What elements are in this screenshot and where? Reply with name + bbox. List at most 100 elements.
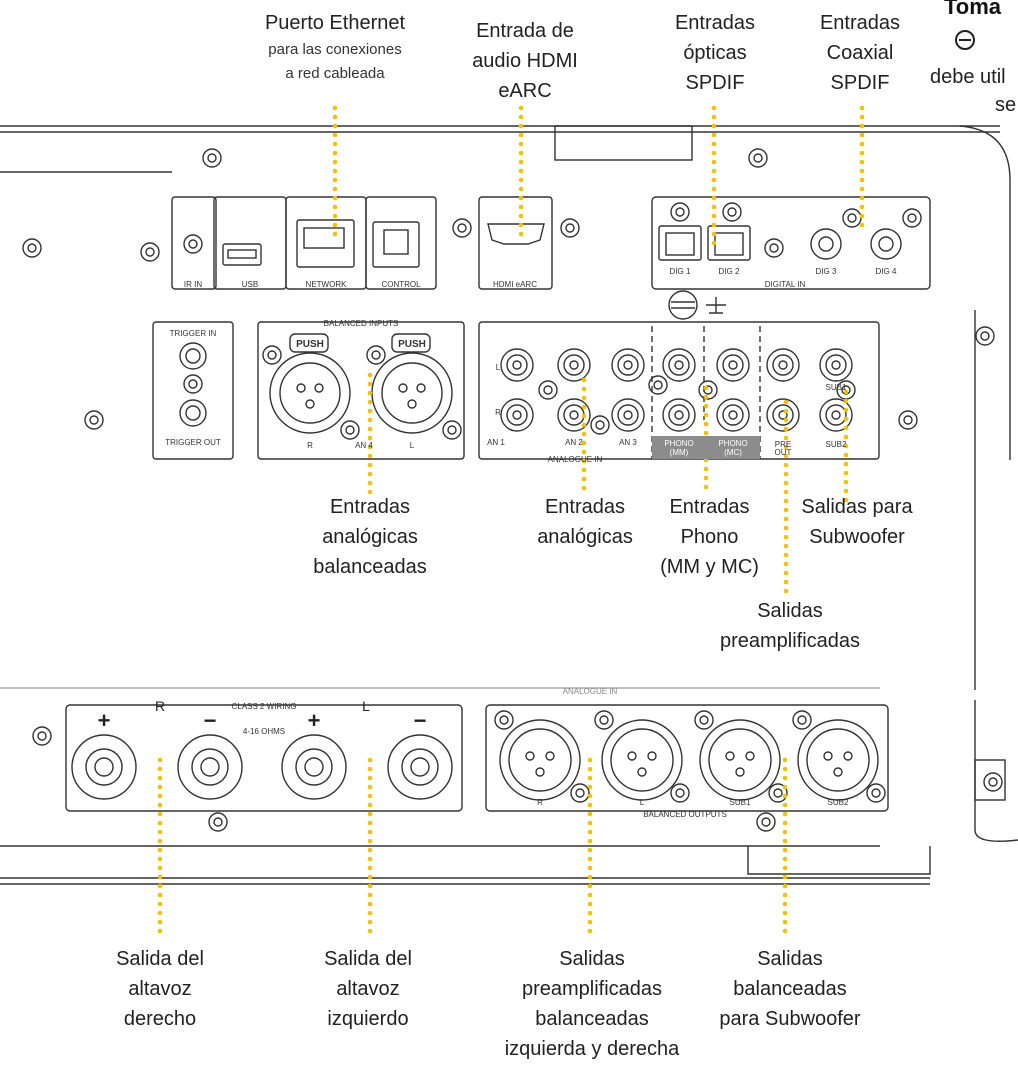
leader-dot xyxy=(157,910,163,916)
rca-jack-outer xyxy=(557,348,591,382)
bal-pre-out-line-4: izquierda y derecha xyxy=(504,1038,680,1060)
spk-l-label: L xyxy=(362,698,370,714)
screw-icon xyxy=(366,345,386,365)
leader-dot xyxy=(581,467,587,473)
leader-dot xyxy=(782,928,788,934)
leader-dot xyxy=(587,838,593,844)
leader-dot xyxy=(367,471,373,477)
screw-icon xyxy=(560,218,580,238)
leader-dot xyxy=(332,105,338,111)
rca-jack-pin xyxy=(831,360,841,370)
leader-dot xyxy=(367,399,373,405)
leader-dot xyxy=(782,820,788,826)
optical-line-3: SPDIF xyxy=(685,72,745,94)
hdmi-callout: Entrada de audio HDMI eARC xyxy=(450,16,600,106)
bal-pre-out-line-2: preamplificadas xyxy=(521,978,663,1000)
screw-icon-center xyxy=(345,425,355,435)
leader-dot xyxy=(703,466,709,472)
screw-icon-center xyxy=(871,788,881,798)
ethernet-sub-1: para las conexiones xyxy=(268,41,402,58)
leader-dot xyxy=(783,534,789,540)
leader-dot xyxy=(367,865,373,871)
screw-icon-center xyxy=(207,153,217,163)
leader-dot xyxy=(843,452,849,458)
leader-dot xyxy=(859,186,865,192)
leader-dot xyxy=(782,757,788,763)
leader-dot xyxy=(711,231,717,237)
leader-dot xyxy=(367,901,373,907)
xlr-l-label: L xyxy=(410,441,415,450)
leader-dot xyxy=(587,766,593,772)
leader-dot xyxy=(518,186,524,192)
screw-icon xyxy=(183,374,203,394)
leader-dot xyxy=(332,114,338,120)
sub-out-line-1: Salidas para xyxy=(801,496,913,518)
leader-dot xyxy=(587,793,593,799)
leader-dot xyxy=(711,222,717,228)
bal-sub-out-line-3: para Subwoofer xyxy=(719,1008,861,1030)
rca-jack-ring xyxy=(668,354,690,376)
screw-icon-center xyxy=(727,207,737,217)
usb-label: USB xyxy=(242,280,258,289)
leader-dot xyxy=(367,784,373,790)
leader-dot xyxy=(783,507,789,513)
leader-dot xyxy=(157,847,163,853)
an2-label: AN 2 xyxy=(565,438,583,447)
push-label-l: PUSH xyxy=(398,339,426,350)
leader-dot xyxy=(581,485,587,491)
an4-label: AN 4 xyxy=(355,441,373,450)
leader-dot xyxy=(783,570,789,576)
leader-dot xyxy=(843,416,849,422)
leader-dot xyxy=(367,408,373,414)
rca-jack-pin xyxy=(831,410,841,420)
leader-dot xyxy=(157,829,163,835)
screw-icon xyxy=(202,148,222,168)
xlr-pin xyxy=(735,767,745,777)
spk-l-plus: + xyxy=(308,708,321,733)
leader-dot xyxy=(843,389,849,395)
leader-dot xyxy=(367,811,373,817)
pre-out-line-2: preamplificadas xyxy=(719,630,861,652)
leader-dot xyxy=(782,793,788,799)
leader-dot xyxy=(367,417,373,423)
leader-dot xyxy=(367,390,373,396)
right-speaker-callout: Salida del altavoz derecho xyxy=(100,944,220,1034)
rca-jack-pin xyxy=(778,410,788,420)
rca-jack-outer xyxy=(662,398,696,432)
left-spk-line-2: altavoz xyxy=(336,978,400,1000)
balanced-sub-out-callout: Salidas balanceadas para Subwoofer xyxy=(705,944,875,1034)
leader-dot xyxy=(332,213,338,219)
leader-dot xyxy=(518,132,524,138)
out-sub1-label: SUB1 xyxy=(730,798,751,807)
leader-dot xyxy=(518,204,524,210)
leader-dot xyxy=(581,377,587,383)
leader-dot xyxy=(783,426,789,432)
screw-icon-center xyxy=(37,731,47,741)
screw-icon-center xyxy=(769,243,779,253)
coax-line-3: SPDIF xyxy=(830,72,890,94)
leader-dot xyxy=(782,838,788,844)
screw-icon xyxy=(866,783,886,803)
leader-dot xyxy=(843,470,849,476)
leader-dot xyxy=(782,847,788,853)
right-spk-line-2: altavoz xyxy=(128,978,192,1000)
analogue-in-top-label: ANALOGUE IN xyxy=(563,687,618,696)
leader-dot xyxy=(782,802,788,808)
leader-dot xyxy=(782,901,788,907)
xlr-r-label: R xyxy=(307,441,313,450)
leader-dot xyxy=(367,919,373,925)
hdmi-line-2: audio HDMI xyxy=(472,50,578,72)
balanced-inputs-label: BALANCED INPUTS xyxy=(324,319,399,328)
screw-icon xyxy=(340,420,360,440)
ohms-label: 4-16 OHMS xyxy=(243,727,285,736)
screw-icon-center xyxy=(988,777,998,787)
leader-dot xyxy=(367,444,373,450)
leader-dot xyxy=(367,453,373,459)
leader-dot xyxy=(587,847,593,853)
trigger-out-label: TRIGGER OUT xyxy=(165,438,221,447)
leader-dot xyxy=(782,775,788,781)
right-spk-line-1: Salida del xyxy=(116,948,204,970)
hdmi-block xyxy=(478,196,553,290)
leader-dot xyxy=(783,417,789,423)
